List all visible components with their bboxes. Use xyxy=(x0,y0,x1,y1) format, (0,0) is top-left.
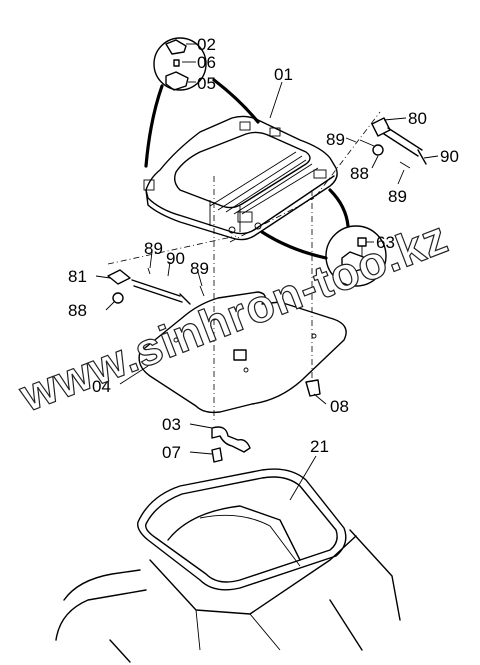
trim-panel xyxy=(138,176,347,420)
label-88-a: 88 xyxy=(350,164,369,183)
grab-handle xyxy=(211,426,251,463)
label-03: 03 xyxy=(162,415,181,434)
inset-circle-top xyxy=(144,37,260,168)
label-63: 63 xyxy=(376,233,395,252)
gas-strut-right xyxy=(229,111,427,243)
label-08: 08 xyxy=(330,397,349,416)
inset-circle-right xyxy=(260,188,387,287)
gas-strut-left xyxy=(107,235,237,305)
label-89-c: 89 xyxy=(144,239,163,258)
label-80: 80 xyxy=(408,109,427,128)
label-06: 06 xyxy=(197,53,216,72)
label-81: 81 xyxy=(68,267,87,286)
roof-hatch-assembly xyxy=(143,115,338,241)
label-07: 07 xyxy=(162,443,181,462)
label-05: 05 xyxy=(197,74,216,93)
label-89-d: 89 xyxy=(190,259,209,278)
label-90-b: 90 xyxy=(166,249,185,268)
label-90-a: 90 xyxy=(440,147,459,166)
label-89-b: 89 xyxy=(388,187,407,206)
label-02: 02 xyxy=(197,35,216,54)
label-88-b: 88 xyxy=(68,301,87,320)
cab-roof xyxy=(55,505,401,663)
label-04: 04 xyxy=(92,377,111,396)
label-89-a: 89 xyxy=(326,130,345,149)
screw-08 xyxy=(305,379,321,397)
leader-lines xyxy=(95,43,439,501)
label-21: 21 xyxy=(310,437,329,456)
label-01: 01 xyxy=(274,65,293,84)
weatherstrip xyxy=(137,468,347,591)
